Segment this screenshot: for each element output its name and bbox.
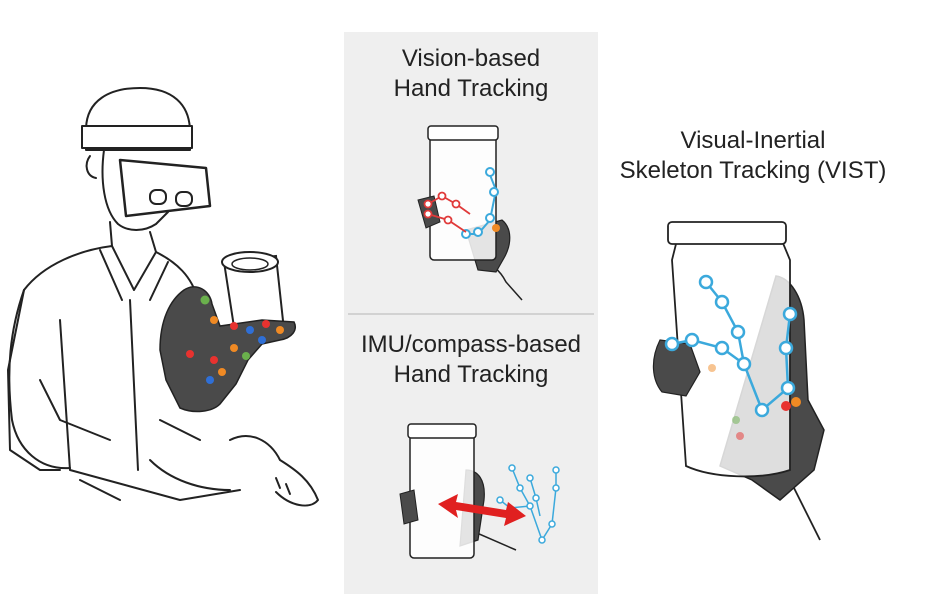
vision-title-line1: Vision-based xyxy=(401,45,541,72)
user-with-headset-illustration xyxy=(7,87,319,507)
vist-cup-in-hand-icon xyxy=(652,221,825,541)
imu-title-line1: IMU/compass-based xyxy=(360,331,582,358)
vision-title: Vision-based Hand Tracking xyxy=(344,44,598,104)
imu-title: IMU/compass-based Hand Tracking xyxy=(330,330,612,390)
double-arrow-icon xyxy=(438,494,526,526)
panel-divider xyxy=(348,313,594,315)
vision-cup-in-hand-icon xyxy=(417,125,523,301)
vision-title-line2: Hand Tracking xyxy=(393,75,549,102)
vist-title-line2: Skeleton Tracking (VIST) xyxy=(619,157,887,184)
left-cup-in-glove xyxy=(159,251,296,413)
imu-title-line2: Hand Tracking xyxy=(393,361,549,388)
vist-title: Visual-Inertial Skeleton Tracking (VIST) xyxy=(598,126,908,186)
vist-title-line1: Visual-Inertial xyxy=(680,127,826,154)
imu-cup-in-hand-icon xyxy=(399,423,560,559)
